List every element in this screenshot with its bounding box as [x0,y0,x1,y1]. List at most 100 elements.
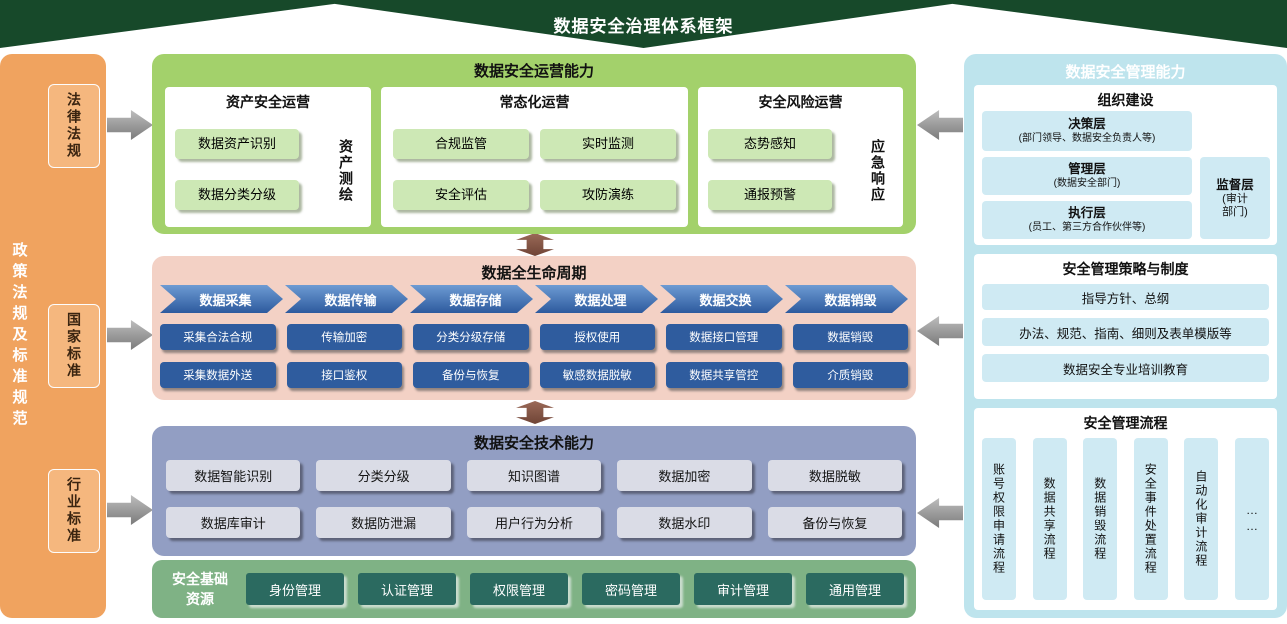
double-arrow-icon [516,233,554,256]
policy-item-national-standards: 国家标准 [48,304,100,388]
asset-mapping-label: 资产测绘 [338,139,354,203]
ops-node: 数据资产识别 [175,129,299,159]
process-ellipsis: …… [1234,438,1269,600]
stage-chevron: 数据传输 [285,285,408,313]
risk-group-title: 安全风险运营 [758,94,843,110]
routine-operations-group: 常态化运营 合规监管 实时监测 安全评估 攻防演练 [381,87,688,227]
foundation-node: 审计管理 [694,573,792,605]
foundation-node: 身份管理 [246,573,344,605]
ops-node: 实时监测 [540,129,676,159]
process-node: 安全事件处置流程 [1133,438,1168,600]
organization-box: 组织建设 决策层 (部门领导、数据安全负责人等) 管理层 (数据安全部门) 执行… [974,85,1277,245]
technical-row-2: 数据库审计 数据防泄漏 用户行为分析 数据水印 备份与恢复 [166,507,903,538]
asset-operations-group: 资产安全运营 数据资产识别 数据分类分级 资产测绘 [165,87,371,227]
arrow-left-icon [917,498,963,528]
foundation-node: 通用管理 [806,573,904,605]
technical-row-1: 数据智能识别 分类分级 知识图谱 数据加密 数据脱敏 [166,460,903,491]
foundation-node: 权限管理 [470,573,568,605]
lifecycle-node: 授权使用 [539,324,655,350]
org-level-desc: (部门领导、数据安全负责人等) [1018,133,1156,144]
supervision-desc: 部门) [1222,205,1248,218]
risk-operations-group: 安全风险运营 态势感知 通报预警 应急响应 [698,87,903,227]
foundation-node: 认证管理 [358,573,456,605]
lifecycle-row-1: 采集合法合规 传输加密 分类分级存储 授权使用 数据接口管理 数据销毁 [160,324,908,350]
stage-chevron: 数据销毁 [785,285,908,313]
lifecycle-node: 采集合法合规 [160,324,276,350]
technical-node: 备份与恢复 [767,507,903,538]
arrow-right-icon [107,320,153,350]
management-title: 数据安全管理能力 [1065,64,1186,81]
lifecycle-node: 数据销毁 [792,324,908,350]
ops-node: 数据分类分级 [175,180,299,210]
supervision-name: 监督层 [1216,177,1254,192]
emergency-response-label: 应急响应 [870,139,886,203]
org-level-desc: (数据安全部门) [1053,178,1121,189]
lifecycle-stages: 数据采集 数据传输 数据存储 数据处理 数据交换 数据销毁 [160,285,908,313]
ops-node: 态势感知 [708,129,832,159]
org-level-execution: 执行层 (员工、第三方合作伙伴等) [982,201,1192,239]
process-node: 数据销毁流程 [1083,438,1118,600]
ops-node: 通报预警 [708,180,832,210]
organization-title: 组织建设 [1097,92,1154,108]
arrow-left-icon [917,316,963,346]
foundation-title: 安全基础资源 [160,560,240,618]
org-level-desc: (员工、第三方合作伙伴等) [1028,222,1146,233]
lifecycle-row-2: 采集数据外送 接口鉴权 备份与恢复 敏感数据脱敏 数据共享管控 介质销毁 [160,362,908,388]
technical-node: 数据智能识别 [166,460,301,491]
process-node: 数据共享流程 [1032,438,1067,600]
operations-section: 数据安全运营能力 资产安全运营 数据资产识别 数据分类分级 资产测绘 常态化运营… [152,54,916,234]
policy-panel: 政策法规及标准规范 法律法规 国家标准 行业标准 [0,54,106,618]
process-title: 安全管理流程 [1083,415,1168,431]
supervision-desc: (审计 [1222,192,1248,205]
stage-chevron: 数据存储 [410,285,533,313]
org-level-management: 管理层 (数据安全部门) [982,157,1192,195]
ops-node: 合规监管 [393,129,529,159]
ops-node: 攻防演练 [540,180,676,210]
lifecycle-node: 介质销毁 [792,362,908,388]
technical-title: 数据安全技术能力 [473,435,594,452]
policy-item-industry-standards: 行业标准 [48,469,100,553]
asset-group-title: 资产安全运营 [226,94,310,110]
lifecycle-node: 数据共享管控 [666,362,782,388]
org-level-name: 管理层 [1068,162,1106,176]
lifecycle-node: 传输加密 [286,324,402,350]
ops-node: 安全评估 [393,180,529,210]
process-node: 账号权限申请流程 [982,438,1016,600]
technical-section: 数据安全技术能力 数据智能识别 分类分级 知识图谱 数据加密 数据脱敏 数据库审… [152,426,916,556]
process-node: 自动化审计流程 [1184,438,1219,600]
policy-node: 数据安全专业培训教育 [982,354,1269,382]
arrow-right-icon [107,110,153,140]
foundation-node: 密码管理 [582,573,680,605]
policy-item-laws: 法律法规 [48,84,100,168]
foundation-items: 身份管理 认证管理 权限管理 密码管理 审计管理 通用管理 [246,573,904,605]
policy-strategy-box: 安全管理策略与制度 指导方针、总纲 办法、规范、指南、细则及表单模版等 数据安全… [974,254,1277,399]
process-box: 安全管理流程 账号权限申请流程 数据共享流程 数据销毁流程 安全事件处置流程 自… [974,408,1277,610]
lifecycle-node: 分类分级存储 [413,324,529,350]
policy-panel-title: 政策法规及标准规范 [10,241,28,431]
double-arrow-icon [516,401,554,424]
org-level-supervision: 监督层 (审计 部门) [1200,157,1270,239]
stage-chevron: 数据交换 [660,285,783,313]
stage-chevron: 数据处理 [535,285,658,313]
policy-node: 指导方针、总纲 [982,284,1269,310]
technical-node: 数据脱敏 [767,460,903,491]
technical-node: 用户行为分析 [466,507,602,538]
stage-chevron: 数据采集 [160,285,283,313]
foundation-section: 安全基础资源 身份管理 认证管理 权限管理 密码管理 审计管理 通用管理 [152,560,916,618]
technical-node: 知识图谱 [466,460,602,491]
lifecycle-section: 数据全生命周期 数据采集 数据传输 数据存储 数据处理 数据交换 数据销毁 采集… [152,256,916,400]
technical-node: 数据加密 [617,460,752,491]
technical-node: 分类分级 [316,460,451,491]
technical-node: 数据库审计 [166,507,301,538]
org-level-name: 执行层 [1068,206,1106,220]
policy-node: 办法、规范、指南、细则及表单模版等 [982,318,1269,346]
management-panel: 数据安全管理能力 组织建设 决策层 (部门领导、数据安全负责人等) 管理层 (数… [964,54,1287,618]
lifecycle-node: 采集数据外送 [160,362,276,388]
process-items: 账号权限申请流程 数据共享流程 数据销毁流程 安全事件处置流程 自动化审计流程 … [982,438,1269,600]
arrow-left-icon [917,110,963,140]
technical-node: 数据防泄漏 [316,507,451,538]
lifecycle-node: 敏感数据脱敏 [539,362,655,388]
lifecycle-node: 接口鉴权 [286,362,402,388]
org-level-decision: 决策层 (部门领导、数据安全负责人等) [982,111,1192,151]
